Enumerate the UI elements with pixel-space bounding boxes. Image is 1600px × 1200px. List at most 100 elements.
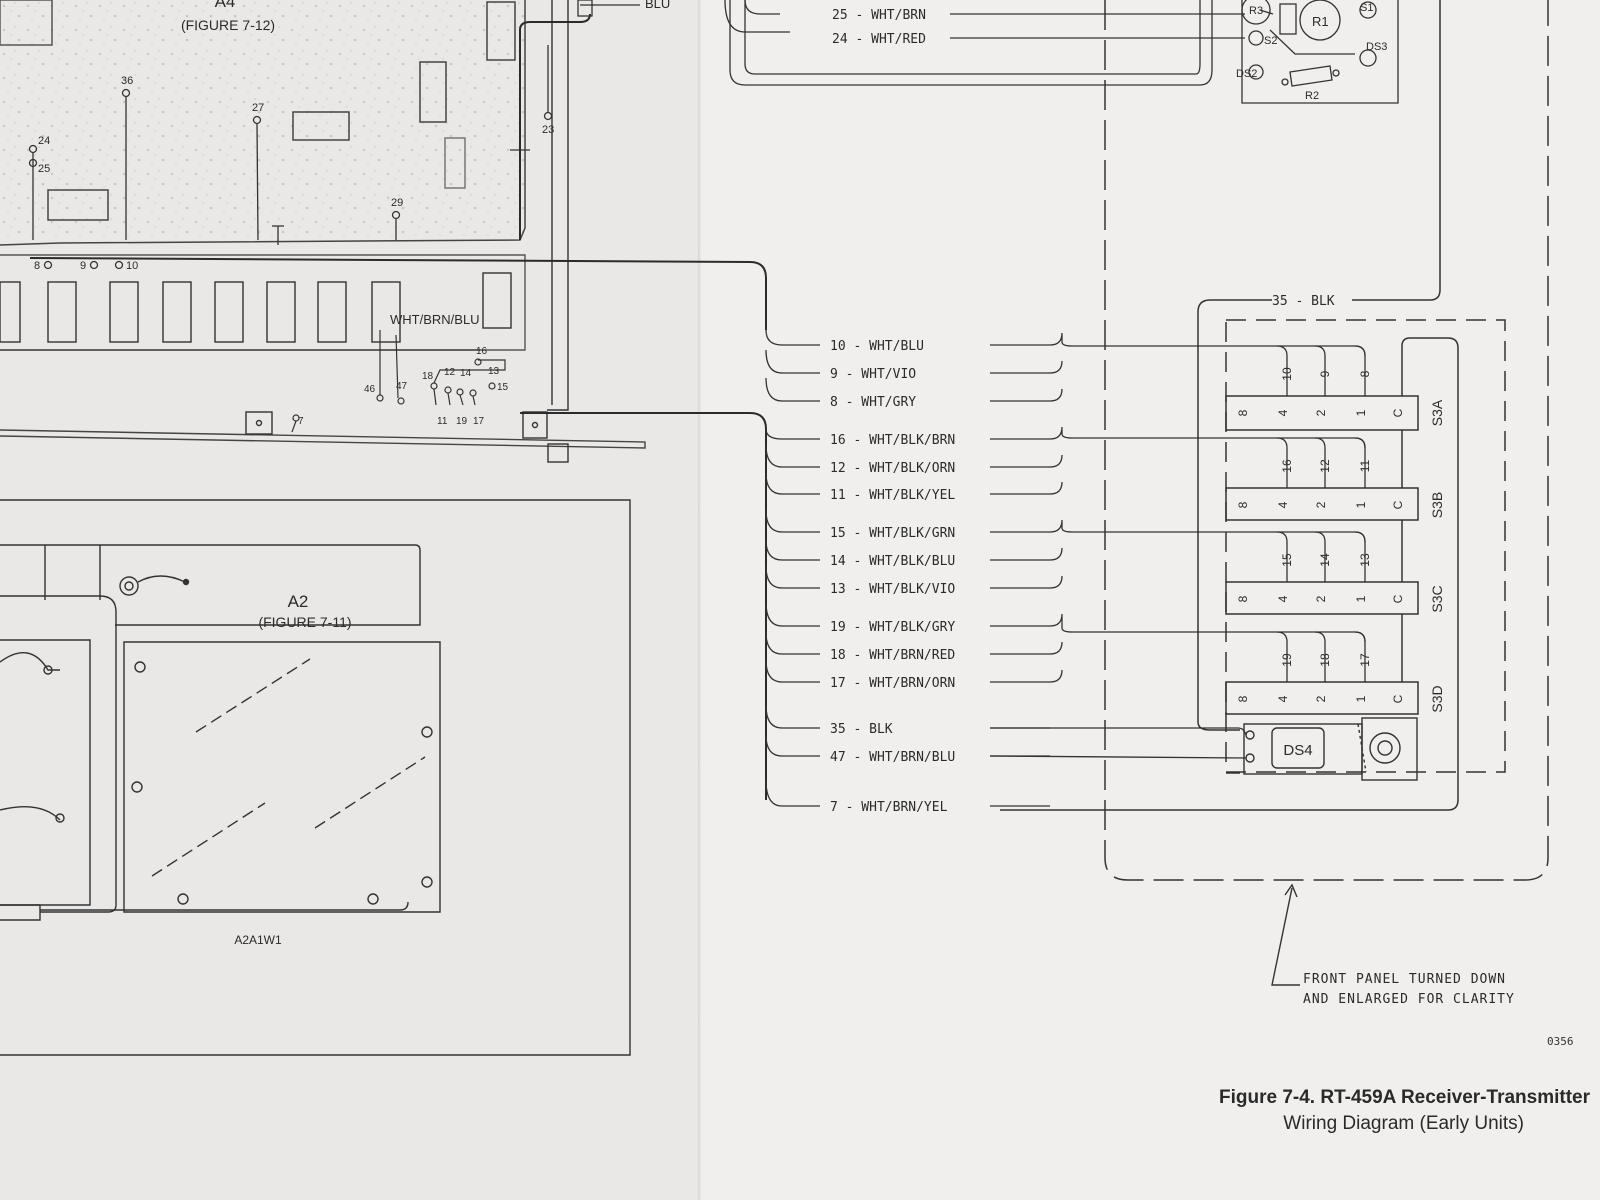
switch-position: 1 <box>1354 695 1368 702</box>
switch-join <box>1049 360 1063 374</box>
switch-join <box>1049 454 1063 468</box>
terminal-36: 36 <box>121 75 133 87</box>
wire-label-3-1: 18 - WHT/BRN/RED <box>830 648 955 663</box>
switch-section-s3a: S3A <box>1429 399 1445 426</box>
terminal-17: 17 <box>473 416 485 427</box>
ds4-lamp <box>1243 717 1418 781</box>
switch-drop <box>1354 345 1366 396</box>
switch-section-s3b: S3B <box>1429 492 1445 518</box>
a2-assembly <box>0 499 631 1056</box>
a4-component-row <box>0 0 646 463</box>
terminal-14: 14 <box>460 368 472 379</box>
main-harness <box>29 13 767 800</box>
switch-join <box>1049 481 1063 495</box>
figure-caption: Figure 7-4. RT-459A Receiver-Transmitter… <box>1110 1085 1590 1137</box>
switch-join <box>1049 641 1063 655</box>
component-r2: R2 <box>1305 90 1319 102</box>
a4-terminals <box>28 45 553 270</box>
switch-position: 4 <box>1276 695 1290 702</box>
note-line-1: FRONT PANEL TURNED DOWN <box>1303 972 1507 987</box>
terminal-27: 27 <box>252 102 264 114</box>
switch-drop <box>1276 345 1288 396</box>
switch-position: C <box>1391 594 1405 603</box>
switch-bus-3 <box>1049 613 1366 643</box>
switch-position: 2 <box>1314 501 1328 508</box>
switch-join <box>1049 669 1063 683</box>
terminal-cluster-labels: 46 47 18 12 14 16 13 15 11 19 17 7 <box>298 346 509 427</box>
component-r3: R3 <box>1249 5 1263 17</box>
note-pointer <box>1271 883 1300 986</box>
switch-position: 8 <box>1236 501 1250 508</box>
terminal-13: 13 <box>488 366 500 377</box>
switch-position: 8 <box>1236 409 1250 416</box>
terminal-8: 8 <box>34 260 40 272</box>
switch-position: 2 <box>1314 695 1328 702</box>
wire-label-3-0: 19 - WHT/BLK/GRY <box>830 620 955 635</box>
switch-drop <box>1276 631 1288 682</box>
switch-position: 4 <box>1276 501 1290 508</box>
switch-position: 2 <box>1314 595 1328 602</box>
terminal-29: 29 <box>391 197 403 209</box>
component-ds2: DS2 <box>1236 68 1257 80</box>
wire-label-2-2: 13 - WHT/BLK/VIO <box>830 582 955 597</box>
wire-label-0-2: 8 - WHT/GRY <box>830 395 916 410</box>
wire-label-0-0: 10 - WHT/BLU <box>830 339 924 354</box>
terminal-10: 10 <box>126 260 138 272</box>
a4-name: A4 <box>215 0 236 11</box>
indicator-panel-labels: R3 R1 S1 S2 DS3 DS2 R2 <box>1236 2 1387 102</box>
switch-position: C <box>1391 694 1405 703</box>
wire-35-lamp <box>990 727 1247 736</box>
terminal-18: 18 <box>422 371 434 382</box>
a4-wire-label: WHT/BRN/BLU <box>390 312 480 327</box>
caption-subtitle: Wiring Diagram (Early Units) <box>1283 1113 1524 1134</box>
front-panel-outline <box>1104 0 1549 881</box>
wire-35-top: 35 - BLK <box>1272 294 1335 309</box>
terminal-46: 46 <box>364 384 376 395</box>
switch-join <box>1049 575 1063 589</box>
terminal-11: 11 <box>437 416 448 427</box>
switch-position: 2 <box>1314 409 1328 416</box>
page-fold <box>698 0 702 1200</box>
note-line-2: AND ENLARGED FOR CLARITY <box>1303 992 1515 1007</box>
terminal-24: 24 <box>38 135 50 147</box>
switch-position: C <box>1391 408 1405 417</box>
terminal-23: 23 <box>542 124 554 136</box>
switch-position: 1 <box>1354 595 1368 602</box>
wire-25: 25 - WHT/BRN <box>832 8 926 23</box>
a2-figure-ref: (FIGURE 7-11) <box>258 614 351 630</box>
wire-label-4-1: 47 - WHT/BRN/BLU <box>830 750 955 765</box>
terminal-25: 25 <box>38 163 50 175</box>
right-sheet <box>700 0 1600 1200</box>
wire-label-1-1: 12 - WHT/BLK/ORN <box>830 461 955 476</box>
terminal-12: 12 <box>444 367 456 378</box>
terminal-15: 15 <box>497 382 509 393</box>
switch-drop <box>1314 437 1326 488</box>
terminal-7: 7 <box>298 416 304 427</box>
drawing-code: 0356 <box>1547 1035 1574 1048</box>
switch-drop <box>1276 531 1288 582</box>
wire-label-4-0: 35 - BLK <box>830 722 893 737</box>
switch-drop <box>1276 437 1288 488</box>
a4-board <box>0 0 526 246</box>
terminal-9: 9 <box>80 260 86 272</box>
switch-boards <box>1000 337 1459 811</box>
switch-bus-2 <box>1049 519 1366 543</box>
wire-label-1-2: 11 - WHT/BLK/YEL <box>830 488 955 503</box>
wire-24: 24 - WHT/RED <box>832 32 926 47</box>
wire-47-lamp <box>989 755 1247 759</box>
switch-join <box>1049 388 1063 402</box>
component-s2: S2 <box>1264 35 1277 47</box>
top-lead-label: BLU <box>645 0 670 11</box>
switch-drop <box>1314 345 1326 396</box>
caption-title: Figure 7-4. RT-459A Receiver-Transmitter <box>1219 1087 1590 1108</box>
switch-position: 4 <box>1276 409 1290 416</box>
switch-position: C <box>1391 500 1405 509</box>
wire-label-3-2: 17 - WHT/BRN/ORN <box>830 676 955 691</box>
switch-drop <box>1354 531 1366 582</box>
a2-harness-label: A2A1W1 <box>234 933 282 947</box>
component-s1: S1 <box>1360 2 1373 14</box>
front-panel-note: FRONT PANEL TURNED DOWN AND ENLARGED FOR… <box>1303 970 1515 1010</box>
switch-position: 8 <box>1236 695 1250 702</box>
